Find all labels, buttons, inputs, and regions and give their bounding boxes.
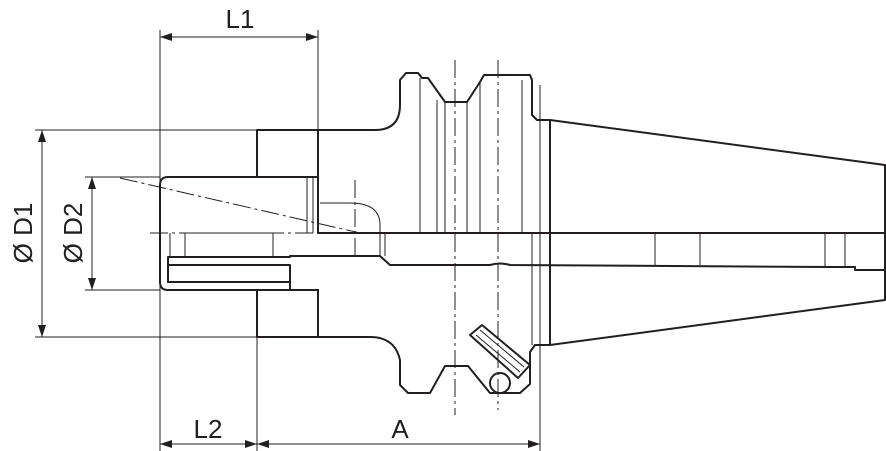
dim-l1-label: L1 bbox=[226, 4, 255, 34]
dim-l2-label: L2 bbox=[194, 414, 223, 444]
dim-d1-label: Ø D1 bbox=[8, 203, 38, 264]
dim-d2-label: Ø D2 bbox=[58, 203, 88, 264]
retention-screw bbox=[469, 324, 531, 394]
body-section-lower bbox=[167, 255, 886, 394]
collet-slot bbox=[167, 264, 291, 283]
dim-a-label: A bbox=[391, 414, 409, 444]
body-outline-upper bbox=[317, 72, 886, 234]
ball bbox=[489, 372, 511, 394]
